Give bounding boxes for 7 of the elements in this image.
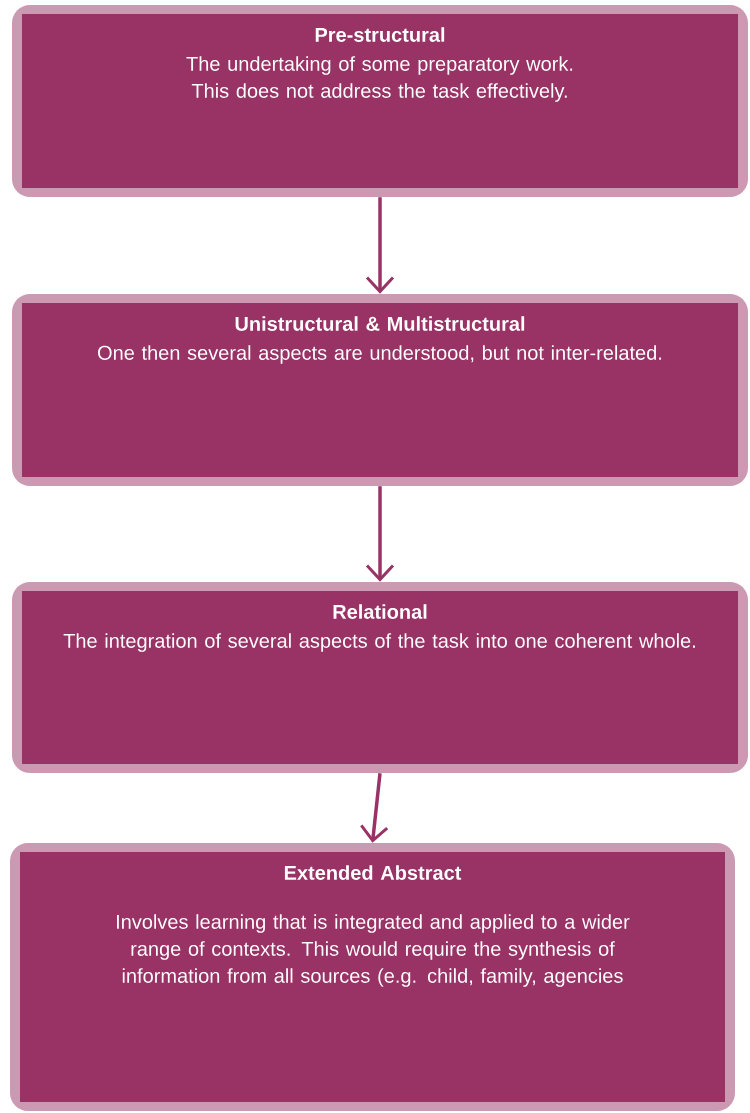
level-box: Unistructural & Multistructural One then several aspects are understood, but not inter-related.	[12, 294, 748, 486]
level-box: Pre-structural The undertaking of some preparatory work. This does not address the task effectively.	[12, 5, 748, 197]
arrow	[365, 197, 395, 294]
level-box: Relational The integration of several aspects of the task into one coherent whole.	[12, 582, 748, 773]
arrow	[365, 486, 395, 582]
arrow	[360, 773, 389, 843]
level-box: Extended Abstract Involves learning that is integrated and applied to a wider range of contexts. This would require the synthesis of information from all sources (e.g. child, family, agencies	[10, 843, 735, 1111]
